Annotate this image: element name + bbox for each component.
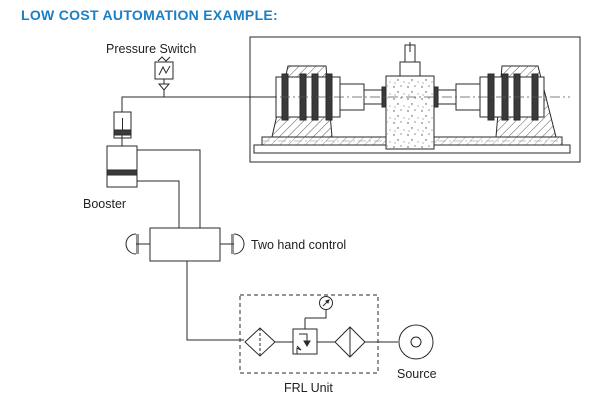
left-palm-button bbox=[125, 233, 139, 255]
filter-symbol bbox=[244, 327, 276, 357]
air-source-symbol bbox=[398, 324, 434, 360]
two-hand-control-label: Two hand control bbox=[251, 238, 346, 252]
source-label: Source bbox=[397, 367, 437, 381]
lubricator-symbol bbox=[334, 326, 366, 358]
frl-unit-label: FRL Unit bbox=[284, 381, 333, 395]
pneumatic-lines bbox=[121, 96, 398, 343]
diagram-title: LOW COST AUTOMATION EXAMPLE: bbox=[21, 7, 279, 23]
workpiece-block bbox=[385, 42, 435, 150]
machine-frame bbox=[249, 36, 581, 163]
pressure-switch-label: Pressure Switch bbox=[106, 42, 196, 56]
booster-label: Booster bbox=[83, 197, 126, 211]
right-palm-button bbox=[231, 233, 245, 255]
two-hand-control-valve bbox=[136, 227, 234, 262]
regulator-symbol bbox=[292, 318, 318, 355]
pressure-switch-symbol bbox=[154, 56, 174, 97]
booster-symbol bbox=[106, 111, 138, 188]
frl-unit bbox=[239, 294, 379, 374]
pressure-gauge-icon bbox=[305, 296, 333, 319]
